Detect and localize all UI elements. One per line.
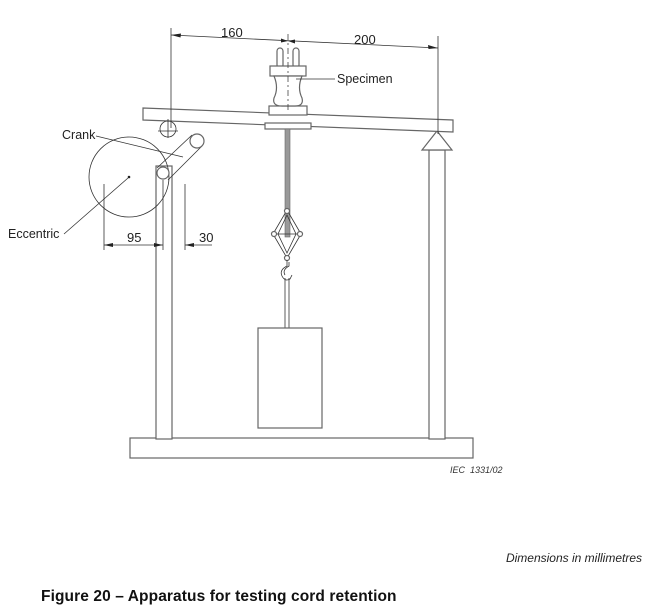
hook	[280, 260, 293, 281]
pivot-triangle	[420, 130, 454, 151]
base-plate	[129, 437, 474, 459]
crank-label: Crank	[62, 128, 96, 142]
specimen-label: Specimen	[337, 72, 393, 86]
dimension-160: 160	[221, 25, 243, 40]
dimension-bottom	[103, 180, 212, 250]
hook-inner	[283, 262, 290, 276]
dimension-95: 95	[127, 230, 141, 245]
eccentric-leader	[63, 177, 129, 235]
dimension-200: 200	[354, 32, 376, 47]
dimension-top	[170, 28, 439, 134]
units-note: Dimensions in millimetres	[505, 551, 642, 565]
dimension-30: 30	[199, 230, 213, 245]
reference-code: IEC 1331/02	[450, 465, 503, 475]
cord-clamp	[270, 207, 304, 262]
left-post	[155, 165, 173, 440]
eccentric-center-dot	[127, 175, 131, 179]
eccentric-label: Eccentric	[8, 227, 59, 241]
crank-leader	[95, 135, 184, 158]
cord	[284, 128, 291, 238]
lever-beam	[142, 107, 454, 133]
weight-block	[257, 327, 323, 429]
eccentric-disc	[88, 136, 170, 218]
right-post	[428, 149, 446, 440]
figure-caption: Figure 20 – Apparatus for testing cord r…	[41, 588, 397, 605]
crank-arm	[156, 133, 205, 181]
beam-clamp	[264, 122, 312, 130]
